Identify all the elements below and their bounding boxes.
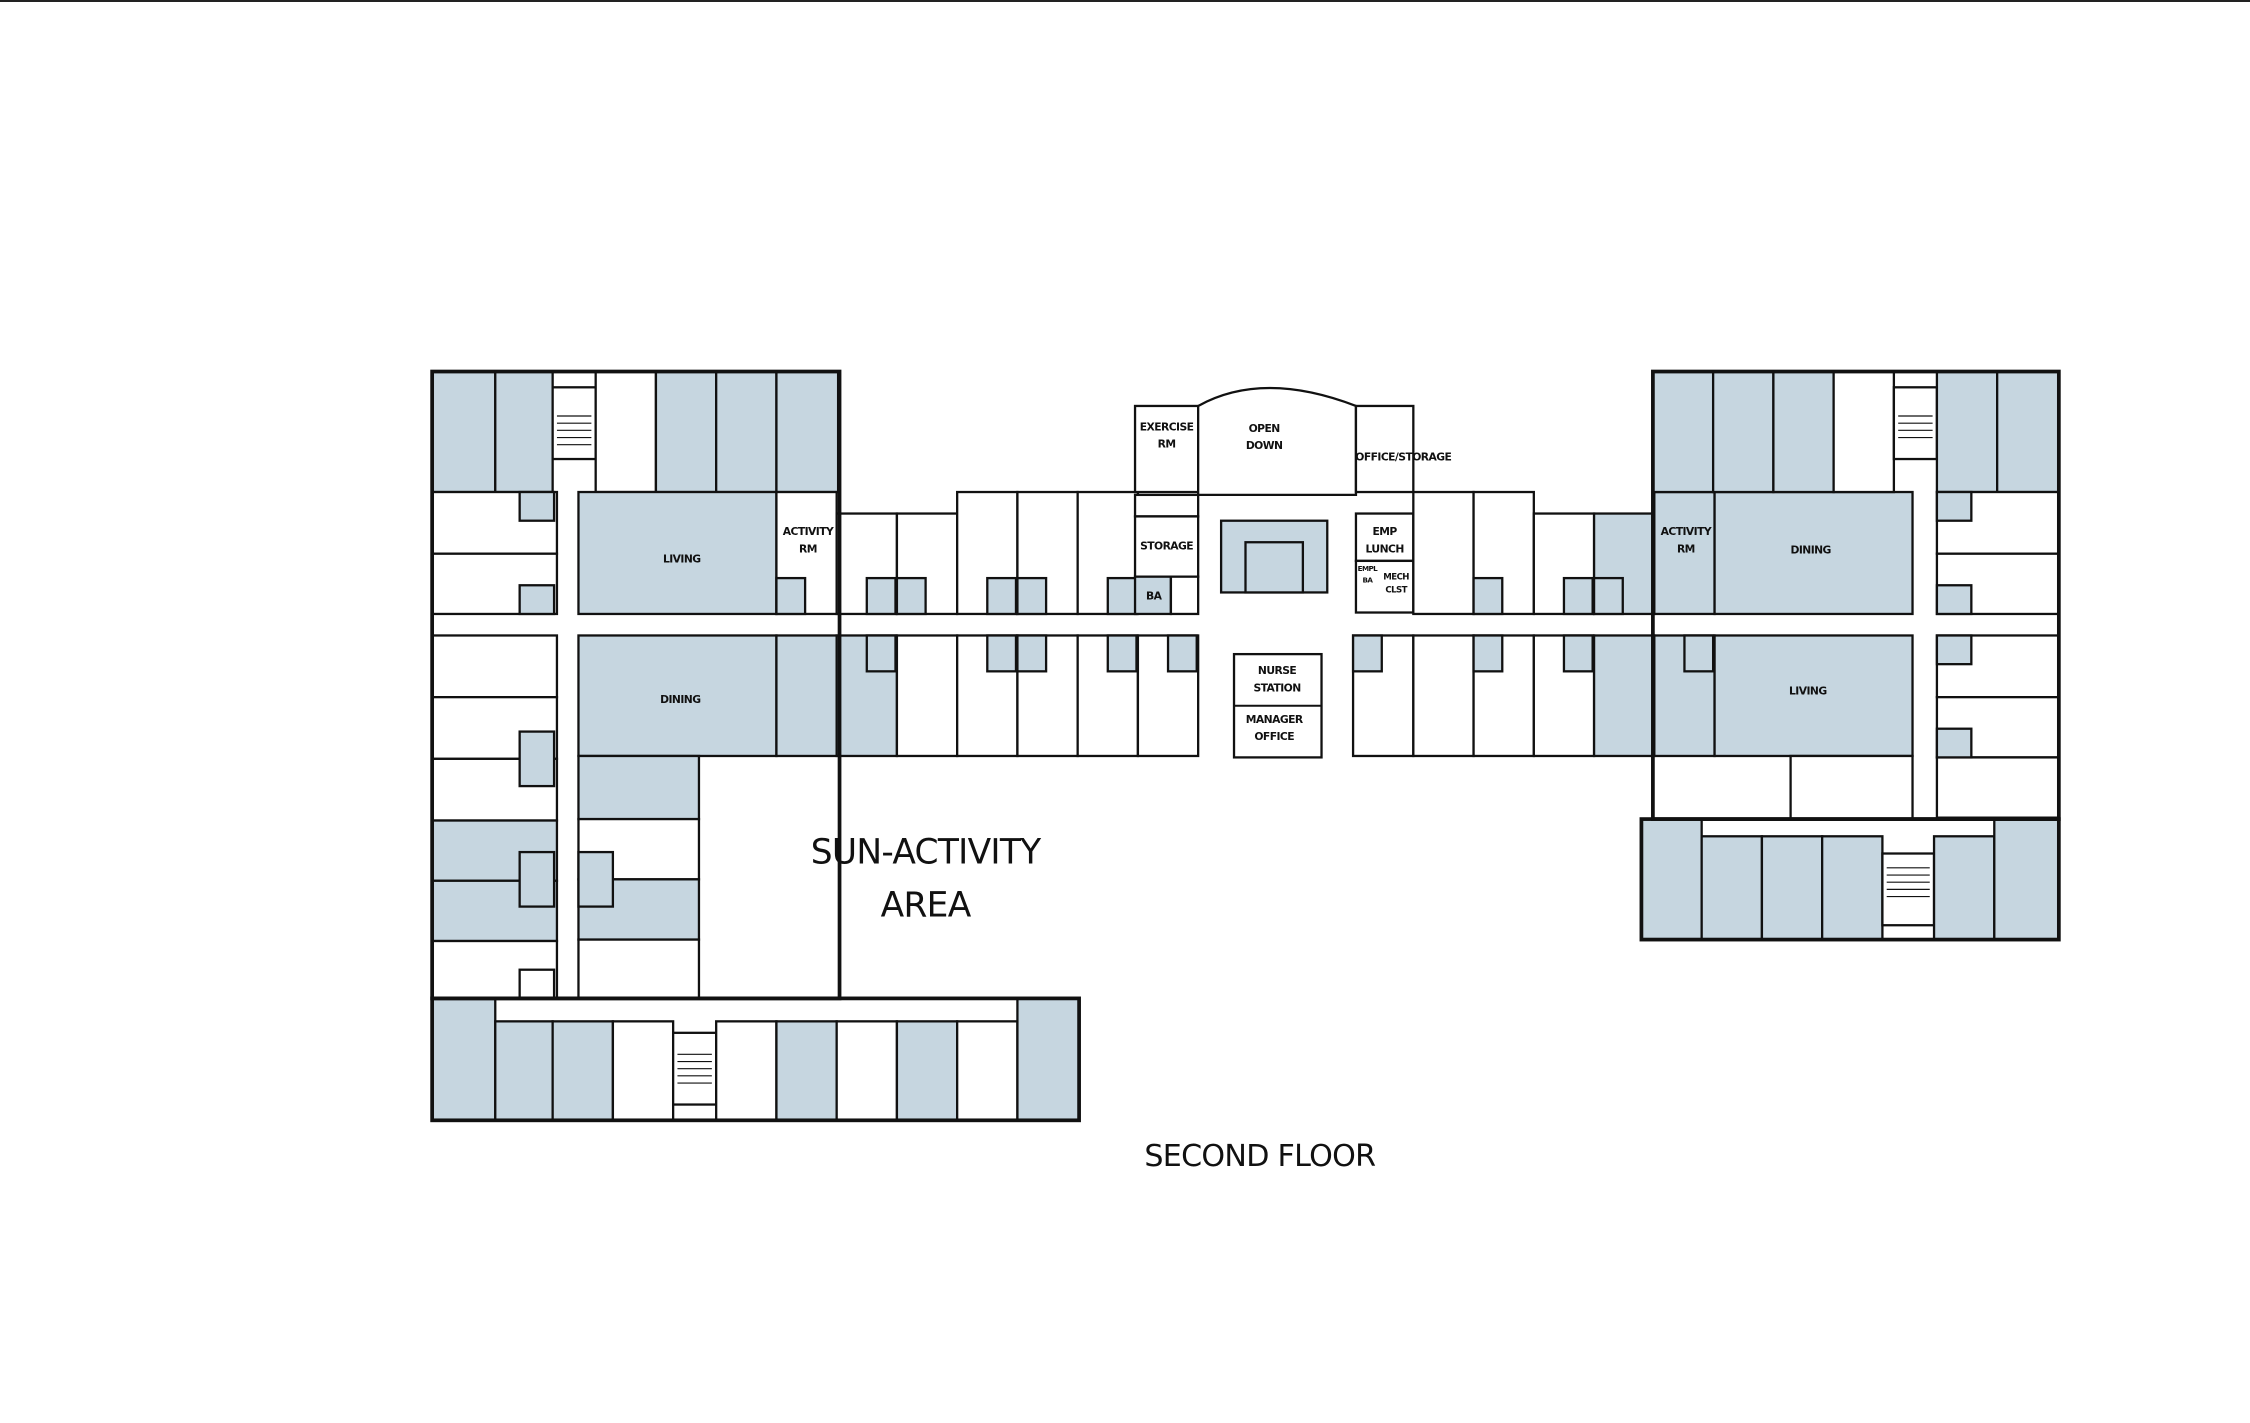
left-dining-room xyxy=(577,634,778,758)
right-activity-room xyxy=(1653,490,1716,616)
right-living-room xyxy=(1713,634,1914,758)
manager-office-label-1: MANAGER xyxy=(1246,713,1304,726)
office-storage-label: OFFICE/STORAGE xyxy=(1355,450,1451,463)
left-corridor-north xyxy=(835,490,1140,616)
left-bottom-block xyxy=(430,996,1081,1123)
open-down-label-1: OPEN xyxy=(1249,422,1281,435)
right-dining-label: DINING xyxy=(1791,544,1832,557)
left-living-room xyxy=(577,490,778,616)
floor-title: SECOND FLOOR xyxy=(1144,1139,1376,1174)
empl-ba-label-1: EMPL xyxy=(1358,564,1379,573)
left-activity-label-1: ACTIVITY xyxy=(783,525,834,538)
right-activity-label-1: ACTIVITY xyxy=(1661,525,1712,538)
emp-lunch-label-1: EMP xyxy=(1373,525,1398,538)
stair-icon xyxy=(556,415,592,446)
emp-lunch-label-2: LUNCH xyxy=(1366,542,1405,555)
left-activity-label-2: RM xyxy=(799,542,817,555)
center-block xyxy=(1133,386,1415,759)
ba-label: BA xyxy=(1146,590,1163,603)
mech-clst-label-1: MECH xyxy=(1383,573,1409,583)
exercise-label-1: EXERCISE xyxy=(1140,420,1194,433)
right-corridor-south xyxy=(1351,634,1716,758)
right-bottom-block xyxy=(1639,817,2061,942)
left-corridor-south xyxy=(775,634,1200,758)
left-column xyxy=(431,490,559,1000)
sun-activity-label-1: SUN-ACTIVITY xyxy=(811,833,1042,873)
mech-clst-label-2: CLST xyxy=(1385,585,1407,595)
right-dining-room xyxy=(1713,490,1914,616)
right-column xyxy=(1935,490,2060,819)
right-living-label: LIVING xyxy=(1789,684,1827,697)
right-top-block xyxy=(1651,370,2060,494)
right-activity-label-2: RM xyxy=(1677,542,1695,555)
left-living-label: LIVING xyxy=(663,552,701,565)
left-top-block xyxy=(431,370,840,494)
left-dining-label: DINING xyxy=(660,693,701,706)
exercise-label-2: RM xyxy=(1158,438,1176,451)
sun-activity-label-2: AREA xyxy=(881,886,972,926)
right-corridor-north xyxy=(1412,490,1656,616)
nurse-station-label-1: NURSE xyxy=(1258,664,1296,677)
manager-office-label-2: OFFICE xyxy=(1254,730,1294,743)
nurse-station-label-2: STATION xyxy=(1253,681,1301,694)
top-border xyxy=(0,0,2250,2)
left-inner-column xyxy=(577,754,701,1000)
storage-label: STORAGE xyxy=(1140,539,1193,552)
open-down-label-2: DOWN xyxy=(1246,439,1283,452)
empl-ba-label-2: BA xyxy=(1362,575,1373,584)
